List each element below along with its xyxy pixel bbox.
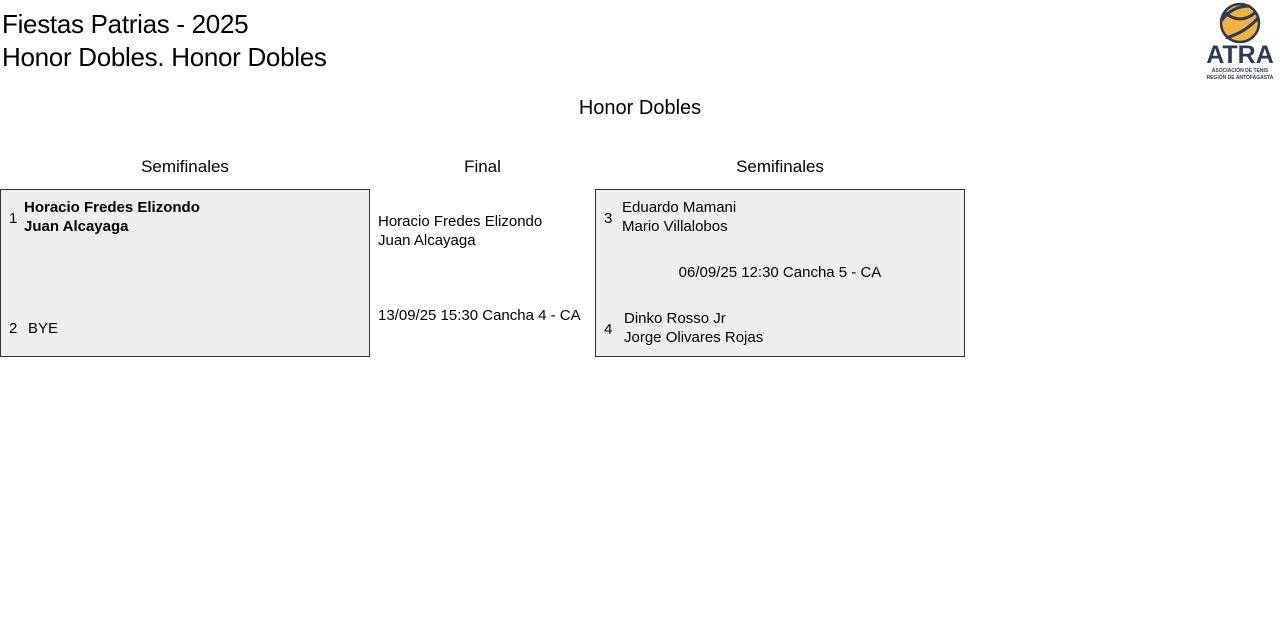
match-schedule: 06/09/25 12:30 Cancha 5 - CA xyxy=(678,264,882,281)
page-header: Fiestas Patrias - 2025 Honor Dobles. Hon… xyxy=(2,8,327,74)
player-name: Horacio Fredes Elizondo xyxy=(378,213,543,230)
round-header-final: Final xyxy=(464,157,501,176)
draw-title: Honor Dobles xyxy=(578,97,702,119)
tournament-title: Fiestas Patrias - 2025 xyxy=(2,9,249,39)
team-entry-bye: BYE xyxy=(28,320,59,337)
team-entry[interactable]: Eduardo Mamani Mario Villalobos xyxy=(622,198,736,236)
player-name: Eduardo Mamani xyxy=(622,199,737,216)
atra-logo: ATRA ASOCIACIÓN DE TENIS REGIÓN DE ANTOF… xyxy=(1202,2,1278,82)
round-header-semifinal-left: Semifinales xyxy=(141,157,229,176)
final-team-entry[interactable]: Horacio Fredes Elizondo Juan Alcayaga xyxy=(378,212,542,250)
player-name: Dinko Rosso Jr xyxy=(624,310,726,327)
player-name: Juan Alcayaga xyxy=(378,232,476,249)
category-title: Honor Dobles. Honor Dobles xyxy=(2,42,327,72)
semifinal-match-right[interactable]: 3 Eduardo Mamani Mario Villalobos 06/09/… xyxy=(595,189,965,357)
logo-tagline-2: REGIÓN DE ANTOFAGASTA xyxy=(1207,73,1274,81)
seed-number: 2 xyxy=(9,320,18,337)
round-header-semifinal-right: Semifinales xyxy=(736,157,824,176)
team-entry[interactable]: Dinko Rosso Jr Jorge Olivares Rojas xyxy=(624,309,763,347)
logo-wordmark: ATRA xyxy=(1206,41,1274,69)
player-name: Jorge Olivares Rojas xyxy=(624,329,764,346)
semifinal-match-left[interactable]: 1 Horacio Fredes Elizondo Juan Alcayaga … xyxy=(0,189,370,357)
logo-tagline-1: ASOCIACIÓN DE TENIS xyxy=(1212,66,1269,74)
seed-number: 3 xyxy=(604,210,613,227)
player-name: Horacio Fredes Elizondo xyxy=(24,199,200,216)
seed-number: 1 xyxy=(9,210,18,227)
tennis-ball-logo-icon: ATRA ASOCIACIÓN DE TENIS REGIÓN DE ANTOF… xyxy=(1206,2,1274,81)
team-entry-winner[interactable]: Horacio Fredes Elizondo Juan Alcayaga xyxy=(24,198,200,236)
player-name: Mario Villalobos xyxy=(622,218,728,235)
final-schedule: 13/09/25 15:30 Cancha 4 - CA xyxy=(378,307,581,324)
player-name: Juan Alcayaga xyxy=(24,218,129,235)
seed-number: 4 xyxy=(604,321,613,338)
